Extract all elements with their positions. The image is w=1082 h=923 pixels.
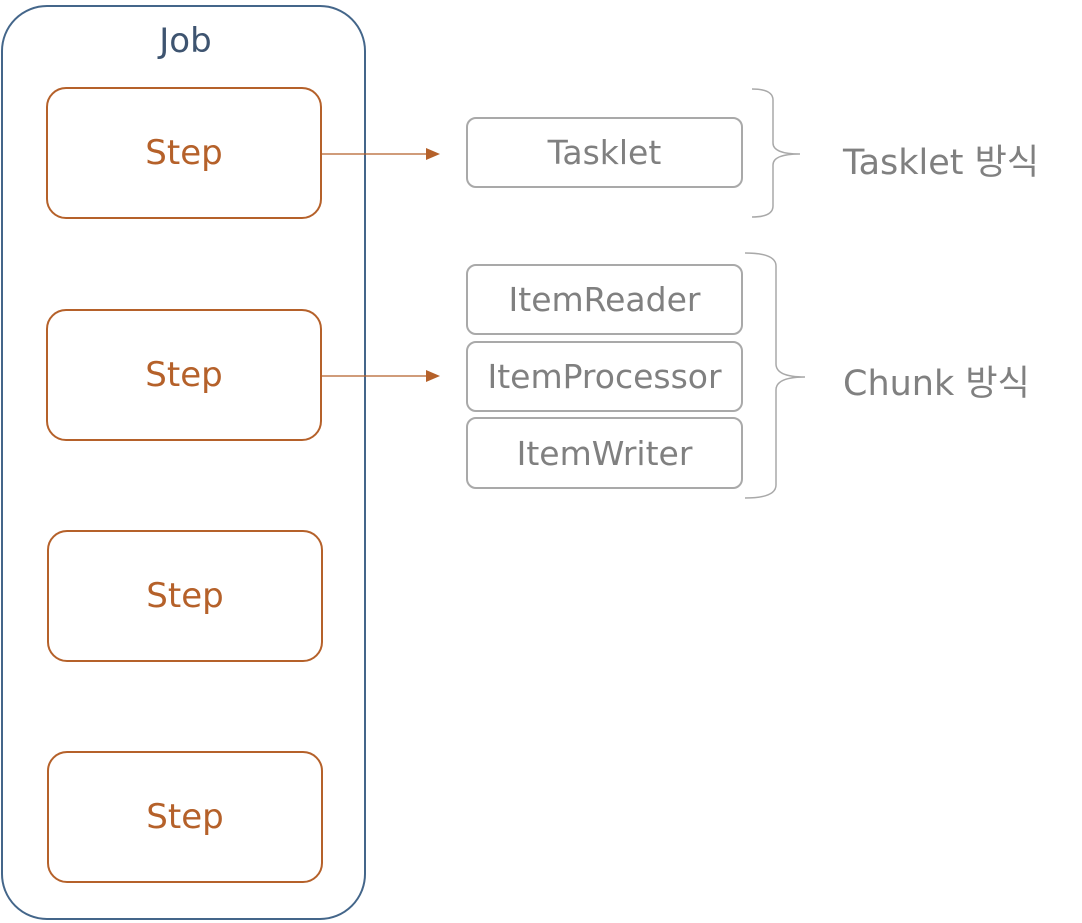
tasklet-method-label: Tasklet 방식: [843, 143, 1040, 183]
item-processor-box: ItemProcessor: [466, 341, 743, 412]
tasklet-brace: [751, 88, 801, 218]
job-container: Job: [1, 5, 366, 920]
job-title: Job: [159, 21, 212, 61]
arrow-step-to-tasklet: [322, 148, 440, 160]
item-writer-box: ItemWriter: [466, 417, 743, 489]
chunk-brace: [744, 252, 806, 499]
step-box: Step: [46, 309, 322, 441]
arrow-step-to-chunk: [322, 370, 440, 382]
step-box: Step: [47, 751, 323, 883]
tasklet-box: Tasklet: [466, 117, 743, 188]
chunk-method-label: Chunk 방식: [843, 364, 1030, 404]
step-box: Step: [47, 530, 323, 662]
step-box: Step: [46, 87, 322, 219]
item-reader-box: ItemReader: [466, 264, 743, 335]
